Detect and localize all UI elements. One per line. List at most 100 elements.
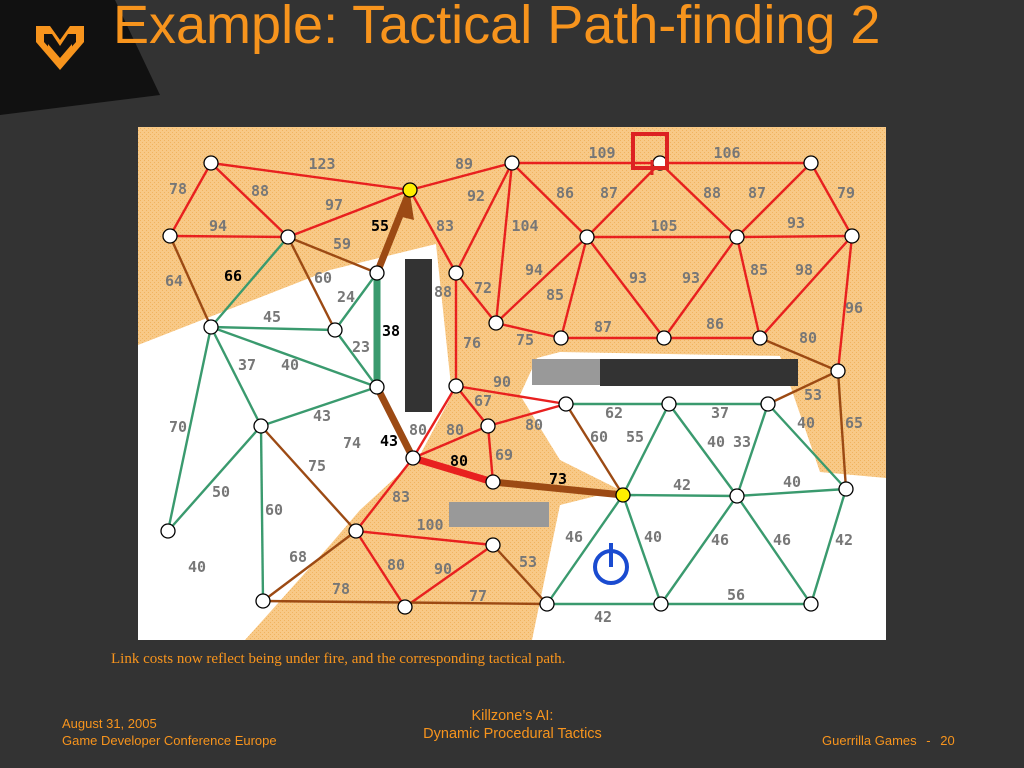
graph-edge [354,530,407,608]
page-number: 20 [940,733,955,748]
waypoint-node [405,450,421,466]
graph-edge [260,425,357,532]
edge-cost-label: 80 [525,416,543,434]
waypoint-node [803,155,819,171]
edge-cost-label: 80 [799,329,817,347]
graph-edge [736,495,812,605]
graph-edge [660,495,738,605]
graph-edge [659,162,738,238]
edge-cost-label: 97 [325,196,343,214]
edge-cost-label: 80 [450,452,468,470]
edge-cost-label: 104 [511,217,538,235]
wall [600,359,798,386]
edge-cost-label: 50 [212,483,230,501]
edge-cost-label: 37 [238,356,256,374]
graph-edge [663,236,738,339]
graph-edge [564,403,625,496]
waypoint-node [448,265,464,281]
edge-cost-label: 23 [352,338,370,356]
guerrilla-games-logo [36,26,84,70]
graph-edge [166,326,213,532]
edge-cost-label: 86 [706,315,724,333]
waypoint-node [504,155,520,171]
graph-edge [486,425,495,483]
edge-cost-label: 66 [224,267,242,285]
edge-cost-label: 123 [308,155,335,173]
edge-cost-label: 59 [333,235,351,253]
edge-cost-label: 98 [795,261,813,279]
edge-cost-label: 33 [733,433,751,451]
graph-edge [736,162,812,238]
graph-edge [355,529,494,547]
footer-company: Guerrilla Games [822,733,917,748]
edge-cost-label: 79 [837,184,855,202]
footer-event: Game Developer Conference Europe [62,733,277,748]
edge-cost-label: 42 [594,608,612,626]
waypoint-node [553,330,569,346]
edge-cost-label: 40 [797,414,815,432]
waypoint-node [255,593,271,609]
graph-edge [287,188,411,239]
edge-cost-label: 83 [392,488,410,506]
edge-cost-label: 100 [416,516,443,534]
edge-cost-label: 94 [525,261,543,279]
tactical-path-segment [373,383,417,462]
edge-cost-label: 78 [332,580,350,598]
edge-cost-label: 43 [380,432,398,450]
graph-edge [494,162,514,324]
graph-edge [767,369,839,406]
edge-cost-label: 46 [565,528,583,546]
edge-cost-label: 40 [188,558,206,576]
edge-cost-label: 64 [165,272,183,290]
graph-edge [492,544,548,605]
footer-left: August 31, 2005 Game Developer Conferenc… [62,715,277,749]
edge-cost-label: 67 [474,392,492,410]
waypoint-node [448,378,464,394]
graph-edge [455,385,489,427]
graph-edge [586,162,661,238]
waypoint-node [480,418,496,434]
edge-cost-label: 96 [845,299,863,317]
graph-edge [412,424,489,460]
edge-cost-label: 87 [600,184,618,202]
edge-cost-label: 86 [556,184,574,202]
edge-cost-label: 73 [549,470,567,488]
edge-cost-label: 93 [787,214,805,232]
graph-edge [454,162,514,274]
edge-cost-label: 92 [467,187,485,205]
graph-edge [495,236,588,324]
graph-edge [169,234,289,239]
graph-edge [286,236,337,331]
graph-edge [511,162,588,238]
waypoint-node [327,322,343,338]
edge-cost-label: 88 [434,283,452,301]
waypoint-node [656,330,672,346]
low-cover [532,359,600,385]
edge-cost-label: 69 [495,446,513,464]
tactical-path-segment [373,186,414,277]
waypoint-node [844,228,860,244]
edge-cost-label: 80 [387,556,405,574]
edge-cost-label: 93 [629,269,647,287]
edge-cost-label: 78 [169,180,187,198]
waypoint-node [160,523,176,539]
graph-edge [836,370,848,490]
edge-cost-label: 88 [251,182,269,200]
waypoint-node-highlighted [615,487,631,503]
edge-cost-label: 55 [626,428,644,446]
edge-cost-label: 62 [605,404,623,422]
low-cover [449,502,549,527]
edge-cost-label: 38 [382,322,400,340]
graph-edge [487,402,567,428]
target-square-marker [631,132,669,175]
slide-caption: Link costs now reflect being under fire,… [111,651,566,667]
footer-center: Killzone’s AI: Dynamic Procedural Tactic… [370,707,655,743]
graph-edge [495,321,562,340]
edge-cost-label: 94 [209,217,227,235]
graph-edge [287,235,378,275]
edge-cost-label: 75 [516,331,534,349]
edge-cost-label: 43 [313,407,331,425]
graph-edge [767,403,847,490]
graph-edge [668,403,738,497]
